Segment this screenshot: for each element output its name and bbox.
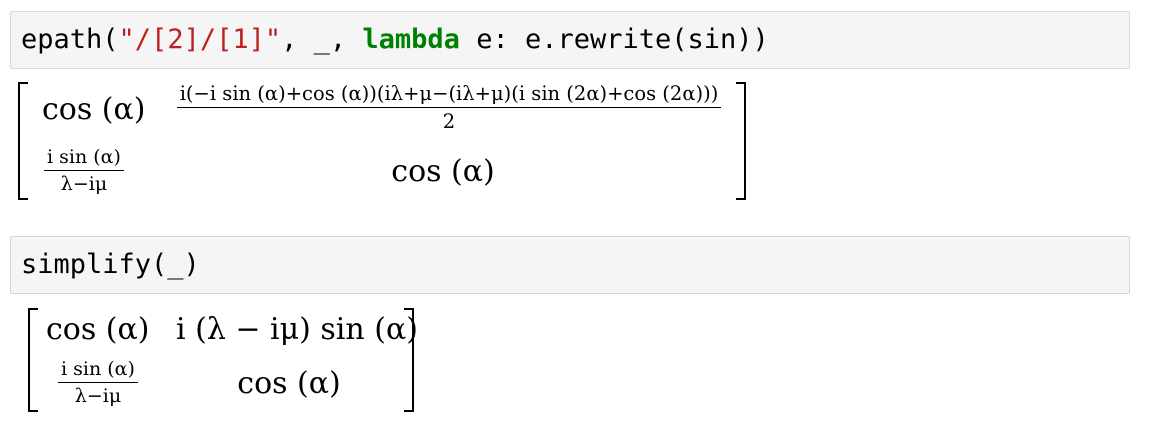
code-token: simplify(_) [21, 249, 200, 280]
fraction-numerator: i(−i sin (α)+cos (α))(iλ+μ−(iλ+μ)(i sin … [176, 82, 722, 108]
matrix-output-2: cos (α) i (λ − iμ) sin (α) i sin (α) λ−i… [28, 308, 418, 412]
code-cell-input-1[interactable]: epath("/[2]/[1]", _, lambda e: e.rewrite… [10, 11, 1130, 69]
matrix-left-bracket [18, 82, 28, 200]
fraction-numerator: i sin (α) [44, 146, 124, 171]
fraction-denominator: λ−iμ [74, 385, 122, 407]
matrix-entry-2-2: cos (α) [237, 366, 341, 401]
matrix-entry-1-1: cos (α) [46, 312, 150, 347]
code-token: e: e.rewrite(sin)) [459, 24, 769, 55]
code-token-keyword: lambda [362, 24, 460, 55]
matrix-entry-2-1: i sin (α) λ−iμ [36, 146, 132, 195]
matrix-right-bracket [404, 308, 414, 412]
matrix-entry-1-1: cos (α) [42, 92, 146, 127]
matrix-output-1: cos (α) i(−i sin (α)+cos (α))(iλ+μ−(iλ+μ… [18, 82, 748, 200]
code-cell-input-2[interactable]: simplify(_) [10, 236, 1130, 294]
matrix-left-bracket [28, 308, 38, 412]
code-token-string: "/[2]/[1]" [118, 24, 282, 55]
matrix-right-bracket [736, 82, 746, 200]
matrix-entry-2-1: i sin (α) λ−iμ [50, 358, 146, 407]
fraction-denominator: 2 [442, 110, 456, 133]
matrix-entry-1-2: i(−i sin (α)+cos (α))(iλ+μ−(iλ+μ)(i sin … [173, 82, 725, 133]
code-token: epath( [21, 24, 119, 55]
matrix-entry-2-2: cos (α) [391, 154, 495, 189]
code-token: , _, [281, 24, 363, 55]
fraction-denominator: λ−iμ [60, 173, 108, 195]
fraction-numerator: i sin (α) [58, 358, 138, 383]
matrix-entry-1-2: i (λ − iμ) sin (α) [176, 312, 418, 347]
